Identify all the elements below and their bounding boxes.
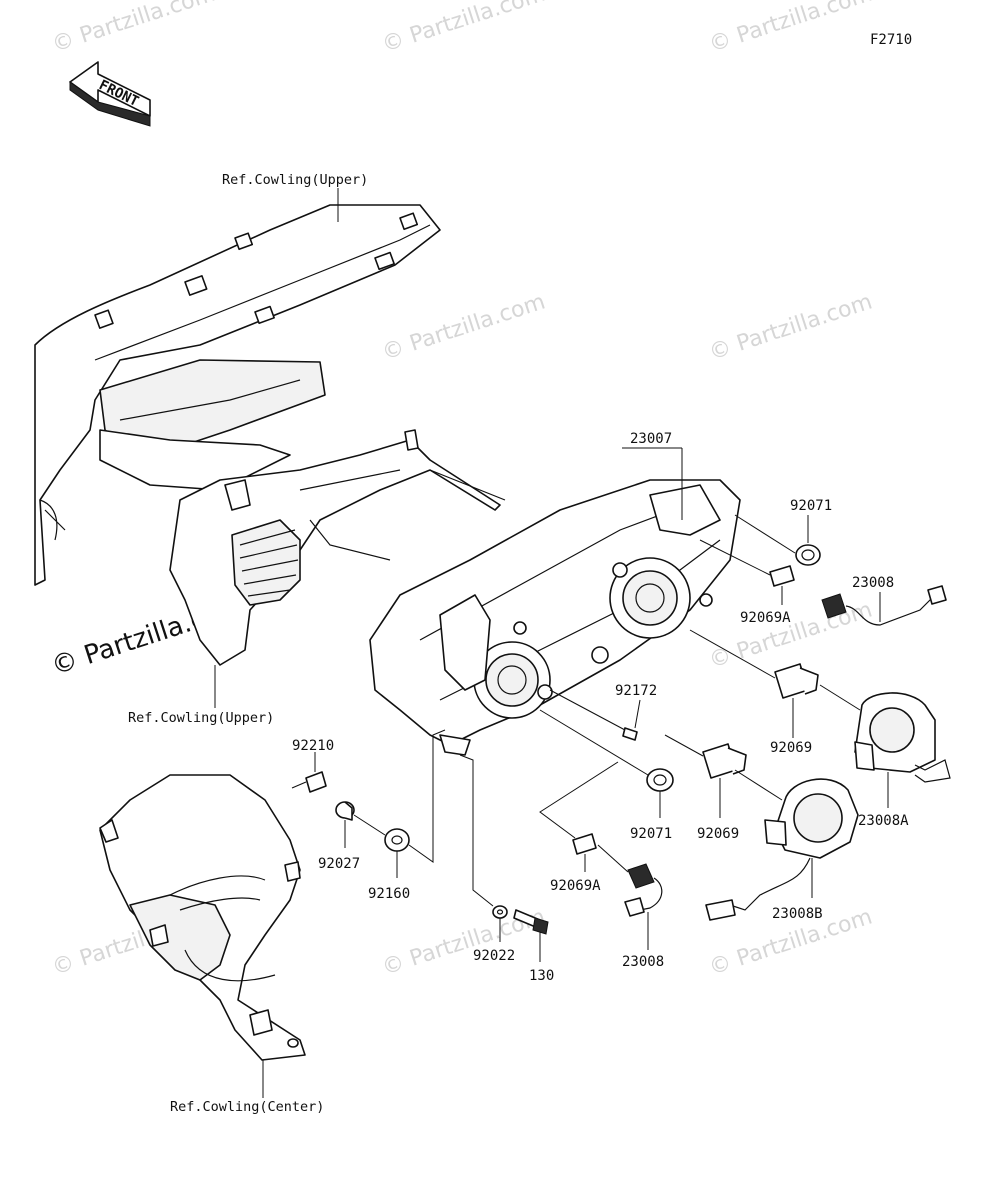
watermark: © Partzilla.com xyxy=(49,0,218,58)
watermark: © Partzilla.com xyxy=(706,597,875,673)
ref-cowling-upper-top: Ref.Cowling(Upper) xyxy=(222,172,368,188)
ref-cowling-upper-bottom: Ref.Cowling(Upper) xyxy=(128,710,274,726)
grommet-92071-top xyxy=(734,514,821,566)
part-number-92069-top: 92069 xyxy=(770,740,812,756)
cap-23008B xyxy=(705,769,859,921)
damper-92160 xyxy=(384,729,446,878)
socket-23008-top xyxy=(821,585,947,626)
watermark: © Partzilla.com xyxy=(379,0,548,58)
watermark: © Partzilla.com xyxy=(706,0,875,58)
part-number-92071-bottom: 92071 xyxy=(630,826,672,842)
socket-23008-bottom xyxy=(597,844,663,950)
part-number-23007: 23007 xyxy=(630,431,672,447)
bulb-92069A-top xyxy=(699,539,795,605)
cap-23008A xyxy=(819,684,951,808)
part-number-23008-top: 23008 xyxy=(852,575,894,591)
collar-92027 xyxy=(335,801,386,848)
part-number-92172: 92172 xyxy=(615,683,657,699)
cowling-upper-side xyxy=(169,429,506,708)
bulb-92069-bottom xyxy=(664,734,747,818)
bulb-92069-top xyxy=(689,629,819,738)
part-number-92069A-bottom: 92069A xyxy=(550,878,601,894)
cowling-upper-top xyxy=(34,188,441,586)
part-number-23008A: 23008A xyxy=(858,813,909,829)
grommet-92071-bottom xyxy=(539,709,674,818)
part-number-23008B: 23008B xyxy=(772,906,823,922)
part-number-92069-bottom: 92069 xyxy=(697,826,739,842)
part-number-92071-top: 92071 xyxy=(790,498,832,514)
headlight-assembly xyxy=(369,447,741,756)
watermark: © Partzilla.com xyxy=(706,289,875,365)
part-number-130: 130 xyxy=(529,968,554,984)
bolt-130 xyxy=(513,909,549,962)
part-number-92160: 92160 xyxy=(368,886,410,902)
diagram-code: F2710 xyxy=(870,32,912,48)
washer-92022 xyxy=(459,754,508,942)
part-number-92069A-top: 92069A xyxy=(740,610,791,626)
ref-cowling-center: Ref.Cowling(Center) xyxy=(170,1099,324,1115)
front-arrow-icon: FRONT xyxy=(69,61,151,127)
cowling-center xyxy=(99,774,307,1098)
part-number-92027: 92027 xyxy=(318,856,360,872)
watermark: © Partzilla.com xyxy=(379,289,548,365)
bulb-92069A-bottom xyxy=(539,761,619,872)
part-number-92210: 92210 xyxy=(292,738,334,754)
screw-92172 xyxy=(549,689,641,741)
part-number-92022: 92022 xyxy=(473,948,515,964)
part-number-23008-bottom: 23008 xyxy=(622,954,664,970)
clip-nut-92210 xyxy=(305,752,327,793)
